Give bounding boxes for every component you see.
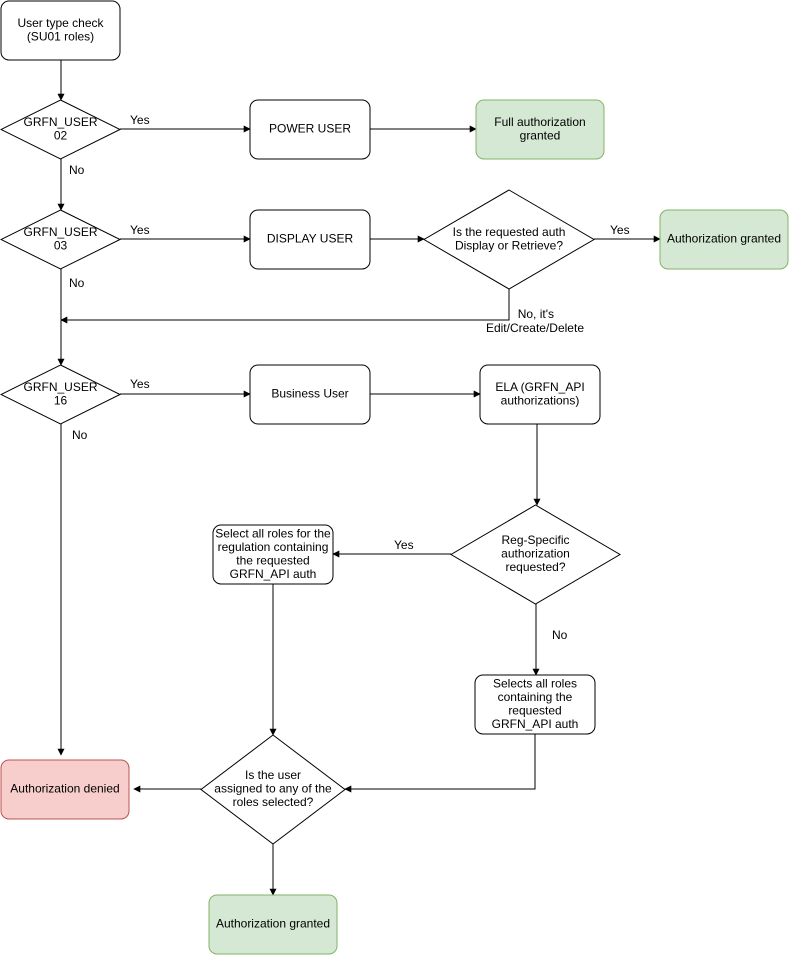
edge-label-d1-yes: Yes <box>130 113 150 127</box>
edge-label-req-no: No, it's <box>518 307 554 321</box>
node-power-label: POWER USER <box>269 122 351 136</box>
node-d3-label: 16 <box>54 393 68 407</box>
node-d-req-label: Display or Retrieve? <box>455 238 563 252</box>
node-power: POWER USER <box>249 99 371 160</box>
node-d-req-label: Is the requested auth <box>453 225 566 239</box>
node-granted1: Authorization granted <box>659 209 789 270</box>
edge-label-reg-no: No <box>552 628 568 642</box>
edge-label-d3-yes: Yes <box>130 377 150 391</box>
node-d-reg-label: Reg-Specific <box>501 533 569 547</box>
node-d1-label: 02 <box>54 128 68 142</box>
node-full-label: Full authorization <box>494 115 585 129</box>
node-select-reg-label: GRFN_API auth <box>230 567 317 581</box>
node-select-reg-label: the requested <box>236 553 309 567</box>
node-business-label: Business User <box>271 387 348 401</box>
node-denied-label: Authorization denied <box>10 782 119 796</box>
node-select-reg-label: Select all roles for the <box>215 526 331 540</box>
edge-label-d3-no: No <box>72 428 88 442</box>
node-display-label: DISPLAY USER <box>267 232 354 246</box>
node-d-assigned-label: assigned to any of the <box>214 782 332 796</box>
edge-label-d1-no: No <box>69 163 85 177</box>
node-full-label: granted <box>520 128 561 142</box>
node-display: DISPLAY USER <box>249 209 371 270</box>
edge-label-d2-yes: Yes <box>130 223 150 237</box>
node-granted2-label: Authorization granted <box>216 917 330 931</box>
edge-label-req-no: Edit/Create/Delete <box>486 321 584 335</box>
node-business: Business User <box>249 364 371 425</box>
node-select-reg-label: regulation containing <box>218 540 329 554</box>
node-denied: Authorization denied <box>0 759 130 820</box>
node-d2-label: GRFN_USER <box>23 225 97 239</box>
node-start-label: (SU01 roles) <box>27 29 94 43</box>
edge-dreq-no <box>60 289 510 324</box>
edge-label-req-yes: Yes <box>610 223 630 237</box>
edge-label-d2-no: No <box>69 276 85 290</box>
node-ela-label: ELA (GRFN_API <box>495 380 584 394</box>
node-select-all-label: requested <box>508 703 561 717</box>
node-granted2: Authorization granted <box>208 894 338 955</box>
node-d1-label: GRFN_USER <box>23 115 97 129</box>
node-start: User type check(SU01 roles) <box>0 0 121 61</box>
node-d2-label: 03 <box>54 238 68 252</box>
node-select-all-label: containing the <box>498 690 573 704</box>
edge-selectall-dassigned <box>344 734 536 793</box>
node-start-label: User type check <box>17 16 104 30</box>
node-d-assigned-label: roles selected? <box>233 795 314 809</box>
node-d3-label: GRFN_USER <box>23 380 97 394</box>
node-d-assigned-label: Is the user <box>245 768 301 782</box>
edge-label-reg-yes: Yes <box>394 538 414 552</box>
node-select-all-label: Selects all roles <box>493 676 577 690</box>
node-granted1-label: Authorization granted <box>667 232 781 246</box>
node-d-reg-label: authorization <box>501 547 570 561</box>
node-d-reg-label: requested? <box>505 560 565 574</box>
node-ela-label: authorizations) <box>501 393 580 407</box>
node-select-all-label: GRFN_API auth <box>492 717 579 731</box>
